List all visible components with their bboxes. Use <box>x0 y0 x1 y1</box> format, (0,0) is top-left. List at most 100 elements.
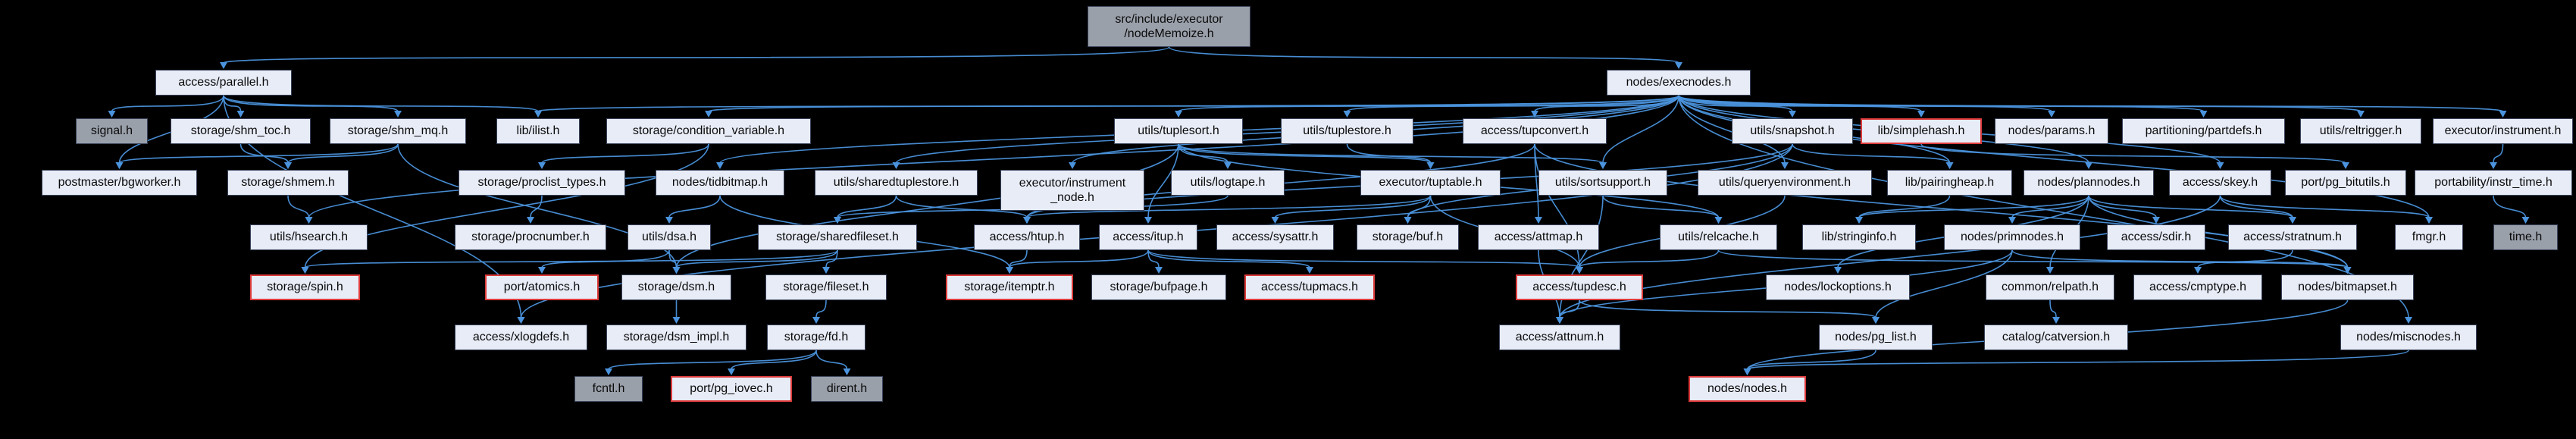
graph-node-queryenv[interactable]: utils/queryenvironment.h <box>1698 170 1872 196</box>
graph-node-sharedtuplestore[interactable]: utils/sharedtuplestore.h <box>815 170 978 196</box>
graph-node-plannodes[interactable]: nodes/plannodes.h <box>2024 170 2154 196</box>
graph-node-itup[interactable]: access/itup.h <box>1099 224 1197 250</box>
graph-node-stratnum[interactable]: access/stratnum.h <box>2228 224 2357 250</box>
graph-node-sortsupport[interactable]: utils/sortsupport.h <box>1538 170 1667 196</box>
graph-node-skey[interactable]: access/skey.h <box>2169 170 2271 196</box>
graph-node-spin[interactable]: storage/spin.h <box>250 274 360 300</box>
arrowhead-bitmapset-nodes <box>1743 368 1751 375</box>
graph-node-execnodes[interactable]: nodes/execnodes.h <box>1607 70 1751 96</box>
graph-node-proclist_types[interactable]: storage/proclist_types.h <box>459 170 625 196</box>
graph-node-tupmacs[interactable]: access/tupmacs.h <box>1244 274 1375 300</box>
graph-node-stringinfo[interactable]: lib/stringinfo.h <box>1802 224 1916 250</box>
arrowhead-relpath-catversion <box>2052 317 2060 324</box>
graph-node-attnum[interactable]: access/attnum.h <box>1499 325 1620 350</box>
graph-node-relcache[interactable]: utils/relcache.h <box>1660 224 1777 250</box>
graph-node-params[interactable]: nodes/params.h <box>1995 118 2108 144</box>
arrowhead-sharedtuplestore-sharedfileset <box>834 217 841 224</box>
graph-node-condvar[interactable]: storage/condition_variable.h <box>606 118 811 144</box>
edge-execnodes-fmgr <box>1678 95 2430 218</box>
graph-node-instr_time[interactable]: portability/instr_time.h <box>2415 170 2572 196</box>
arrowhead-plannodes-stratnum <box>2289 217 2296 224</box>
arrowhead-shm_mq-dsm <box>672 267 681 274</box>
arrowhead-dsm-dsm_impl <box>672 317 681 324</box>
graph-node-shmem[interactable]: storage/shmem.h <box>227 170 349 196</box>
graph-node-pg_iovec[interactable]: port/pg_iovec.h <box>671 376 792 402</box>
edge-tuptable-sysattr <box>1274 195 1432 218</box>
graph-node-dsm_impl[interactable]: storage/dsm_impl.h <box>606 325 747 350</box>
graph-node-primnodes[interactable]: nodes/primnodes.h <box>1944 224 2080 250</box>
graph-node-fd[interactable]: storage/fd.h <box>767 325 865 350</box>
graph-node-tuplestore[interactable]: utils/tuplestore.h <box>1281 118 1413 144</box>
graph-node-hsearch[interactable]: utils/hsearch.h <box>250 224 368 250</box>
graph-node-itemptr[interactable]: storage/itemptr.h <box>946 274 1073 300</box>
arrowhead-tupdesc-pg_list <box>1872 317 1880 324</box>
graph-node-procnumber[interactable]: storage/procnumber.h <box>455 224 606 250</box>
graph-node-dsm[interactable]: storage/dsm.h <box>621 274 731 300</box>
edge-execnodes-params <box>1678 95 2052 112</box>
arrowhead-instrument-instr_time <box>2490 162 2497 169</box>
graph-node-instrument_node[interactable]: executor/instrument _node.h <box>1000 170 1144 211</box>
graph-node-bufpage[interactable]: storage/bufpage.h <box>1091 274 1226 300</box>
edge-execnodes-tuplesort <box>1178 95 1679 112</box>
arrowhead-execnodes-ilist <box>534 111 542 118</box>
graph-node-fileset[interactable]: storage/fileset.h <box>765 274 887 300</box>
arrowhead-execnodes-snapshot <box>1789 111 1796 118</box>
graph-node-attmap[interactable]: access/attmap.h <box>1478 224 1599 250</box>
edge-relpath-catversion <box>2049 299 2057 318</box>
graph-node-miscnodes[interactable]: nodes/miscnodes.h <box>2340 325 2477 350</box>
graph-node-cmptype[interactable]: access/cmptype.h <box>2133 274 2262 300</box>
arrowhead-sharedfileset-dsm <box>672 267 681 274</box>
graph-node-partdefs[interactable]: partitioning/partdefs.h <box>2122 118 2285 144</box>
graph-node-pg_list[interactable]: nodes/pg_list.h <box>1819 325 1933 350</box>
arrowhead-execnodes-pairingheap <box>1945 162 1954 169</box>
graph-node-fmgr[interactable]: fmgr.h <box>2395 224 2463 250</box>
graph-node-tidbitmap[interactable]: nodes/tidbitmap.h <box>656 170 784 196</box>
graph-node-bgworker[interactable]: postmaster/bgworker.h <box>42 170 197 196</box>
edge-execnodes-snapshot <box>1678 95 1793 112</box>
arrowhead-stratnum-cmptype <box>2194 267 2202 274</box>
graph-node-catversion[interactable]: catalog/catversion.h <box>1984 325 2128 350</box>
graph-node-relpath[interactable]: common/relpath.h <box>1986 274 2114 300</box>
arrowhead-execnodes-skey <box>2216 162 2224 169</box>
graph-node-sdir[interactable]: access/sdir.h <box>2107 224 2205 250</box>
arrowhead-tidbitmap-dsa <box>665 217 673 224</box>
graph-node-tupconvert[interactable]: access/tupconvert.h <box>1463 118 1607 144</box>
graph-node-xlogdefs[interactable]: access/xlogdefs.h <box>455 325 587 350</box>
graph-node-dsa[interactable]: utils/dsa.h <box>628 224 711 250</box>
edge-skey-stratnum <box>2219 195 2293 218</box>
graph-node-reltrigger[interactable]: utils/reltrigger.h <box>2300 118 2421 144</box>
graph-node-sharedfileset[interactable]: storage/sharedfileset.h <box>758 224 917 250</box>
graph-node-atomics[interactable]: port/atomics.h <box>485 274 599 300</box>
arrowhead-execnodes-fmgr <box>2425 217 2433 224</box>
edge-dsa-dsm <box>668 249 678 268</box>
graph-node-ilist[interactable]: lib/ilist.h <box>496 118 580 144</box>
arrowhead-shm_toc-shmem <box>284 162 292 169</box>
arrowhead-miscnodes-nodes <box>1743 368 1751 375</box>
graph-node-buf[interactable]: storage/buf.h <box>1357 224 1459 250</box>
edge-stratnum-cmptype <box>2197 249 2293 268</box>
graph-node-tuplesort[interactable]: utils/tuplesort.h <box>1114 118 1243 144</box>
graph-node-nodes[interactable]: nodes/nodes.h <box>1689 376 1806 402</box>
graph-node-pairingheap[interactable]: lib/pairingheap.h <box>1887 170 2012 196</box>
graph-node-pg_bitutils[interactable]: port/pg_bitutils.h <box>2285 170 2406 196</box>
arrowhead-tuplestore-tuptable <box>1426 162 1435 169</box>
arrowhead-execnodes-hsearch <box>305 217 313 224</box>
graph-node-sysattr[interactable]: access/sysattr.h <box>1216 224 1334 250</box>
edge-tupconvert-bitmapset <box>1534 143 2349 268</box>
graph-node-simplehash[interactable]: lib/simplehash.h <box>1861 118 1982 144</box>
graph-node-tupdesc[interactable]: access/tupdesc.h <box>1516 274 1643 300</box>
graph-node-instrument[interactable]: executor/instrument.h <box>2433 118 2573 144</box>
graph-node-shm_toc[interactable]: storage/shm_toc.h <box>171 118 311 144</box>
graph-node-bitmapset[interactable]: nodes/bitmapset.h <box>2281 274 2414 300</box>
edge-tuptable-buf <box>1407 195 1432 218</box>
graph-node-snapshot[interactable]: utils/snapshot.h <box>1732 118 1853 144</box>
graph-node-htup[interactable]: access/htup.h <box>974 224 1080 250</box>
graph-node-lockoptions[interactable]: nodes/lockoptions.h <box>1766 274 1910 300</box>
graph-node-tuptable[interactable]: executor/tuptable.h <box>1360 170 1501 196</box>
arrowhead-sharedfileset-spin <box>301 267 309 274</box>
arrowhead-simplehash-pg_bitutils <box>2342 162 2349 169</box>
graph-node-shm_mq[interactable]: storage/shm_mq.h <box>330 118 466 144</box>
graph-node-parallel[interactable]: access/parallel.h <box>155 70 292 96</box>
graph-node-logtape[interactable]: utils/logtape.h <box>1171 170 1285 196</box>
